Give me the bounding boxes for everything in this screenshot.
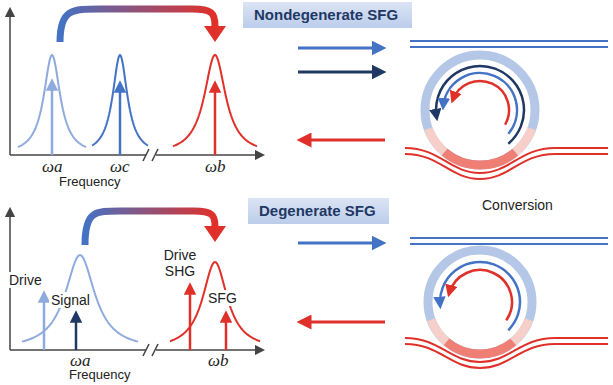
panel-title-box: Nondegenerate SFG — [243, 2, 412, 28]
resonance-peak — [18, 55, 86, 147]
process-label: Conversion — [480, 197, 555, 213]
axis-label: Frequency — [57, 175, 122, 190]
tone-label: Drive SHG — [156, 247, 204, 279]
io-arrows — [298, 48, 385, 322]
ring-resonator — [428, 250, 532, 354]
resonance-peak — [22, 255, 138, 342]
frequency-symbol: ωb — [206, 351, 231, 371]
panel-title-box: Degenerate SFG — [248, 198, 389, 224]
axes — [10, 10, 262, 350]
ring-coupling-region — [431, 320, 446, 342]
tone-label: SFG — [206, 290, 239, 306]
frequency-symbol: ωa — [40, 157, 65, 177]
resonance-peak — [92, 55, 148, 146]
ring-coupling-region — [428, 129, 444, 152]
axis-break — [143, 148, 158, 357]
circulating-light — [440, 262, 520, 330]
ring-resonator — [425, 55, 535, 165]
circulating-light — [436, 66, 524, 144]
resonance-peaks — [18, 55, 260, 342]
waveguides — [405, 41, 608, 368]
ring-coupling-region — [447, 342, 514, 354]
frequency-symbol: ωb — [203, 157, 228, 177]
circulating-light — [453, 81, 509, 124]
ring-coupling-region — [513, 320, 528, 342]
panel-title: Degenerate SFG — [259, 202, 378, 220]
panel-title: Nondegenerate SFG — [254, 6, 401, 24]
circulating-light — [449, 270, 512, 320]
ring-coupling-region — [445, 152, 516, 165]
tone-label: Signal — [49, 292, 92, 308]
tone-label: Drive — [7, 272, 44, 288]
resonance-peak — [173, 55, 257, 146]
axis-label: Frequency — [67, 368, 132, 383]
conversion-arrow — [60, 9, 226, 245]
frequency-symbol: ωc — [108, 157, 132, 177]
circulating-light — [443, 73, 517, 134]
